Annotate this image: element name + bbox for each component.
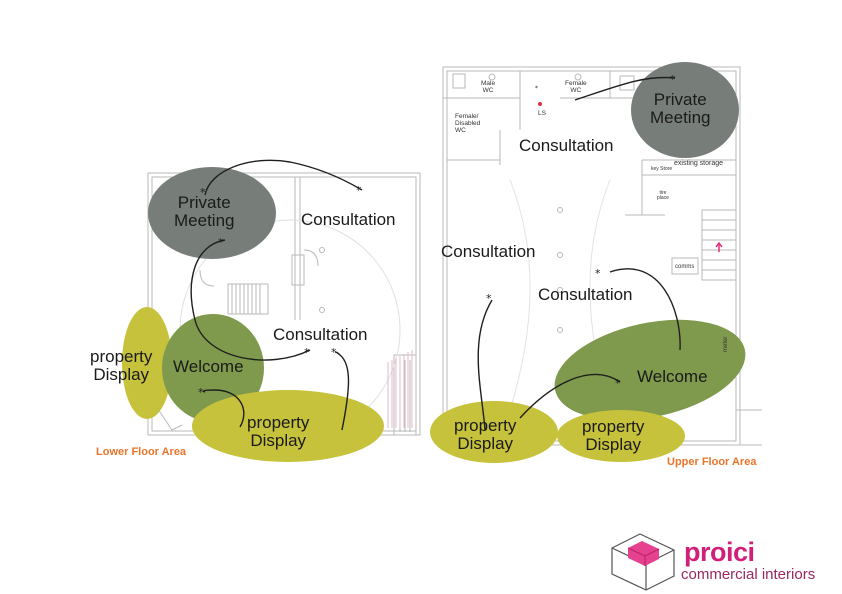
female-disabled-wc-label: Female/ Disabled WC [455,113,481,134]
upper-welcome-zone [554,319,746,421]
female-wc-label: Female WC [565,80,587,94]
zone-shapes [122,62,746,463]
lower-private-meeting-zone [148,167,276,259]
logo-subtitle: commercial interiors [681,566,816,583]
upper-consultation-mid-label: Consultation [538,285,633,304]
svg-text:*: * [218,236,224,249]
lower-property-display-bottom-label: property Display [247,413,310,450]
lower-property-display-bottom-zone [192,390,384,462]
logo-wordmark: proici [684,537,755,567]
upper-property-display-right-label: property Display [582,417,645,454]
lower-property-display-left-label: property Display [90,347,153,384]
upper-consultation-left-label: Consultation [441,242,536,261]
svg-text:*: * [331,346,337,359]
upper-property-display-right-zone [557,410,685,462]
svg-text:*: * [615,377,621,390]
connector-asterisks: * * * * * * * * * * * [198,73,676,399]
lower-property-display-left-zone [122,307,172,419]
fire-place-label: tire place [657,190,669,202]
svg-text:*: * [670,73,676,86]
svg-text:*: * [356,184,362,197]
upper-private-meeting-label: Private Meeting [650,90,711,127]
key-store-label: key Store [651,166,673,172]
lower-private-meeting-label: Private Meeting [174,193,235,230]
upper-property-display-left-zone [430,401,558,463]
upper-floor-marks [538,102,723,252]
svg-text:*: * [486,292,492,305]
lower-welcome-label: Welcome [173,357,244,376]
svg-text:*: * [304,346,310,359]
svg-text:*: * [198,386,204,399]
svg-text:*: * [200,186,206,199]
upper-consultation-top-label: Consultation [519,136,614,155]
lower-welcome-zone [162,314,264,422]
existing-storage-label: existing storage [674,160,724,167]
upper-welcome-label: Welcome [637,367,708,386]
comms-label: comms [675,264,695,270]
male-wc-label: Male WC [481,80,496,94]
meter-label: meter [723,336,729,352]
lower-floor-label: Lower Floor Area [96,446,187,458]
logo-mark [611,533,675,591]
upper-private-meeting-zone [631,62,739,158]
svg-text:*: * [595,267,601,280]
svg-text:*: * [535,85,538,92]
lower-consultation-mid-label: Consultation [273,325,368,344]
lower-consultation-top-label: Consultation [301,210,396,229]
upper-floor-label: Upper Floor Area [667,456,757,468]
upper-property-display-left-label: property Display [454,416,517,453]
lower-floor-stair [387,350,413,428]
ls-label: LS [538,110,546,117]
flow-connectors [190,76,681,431]
